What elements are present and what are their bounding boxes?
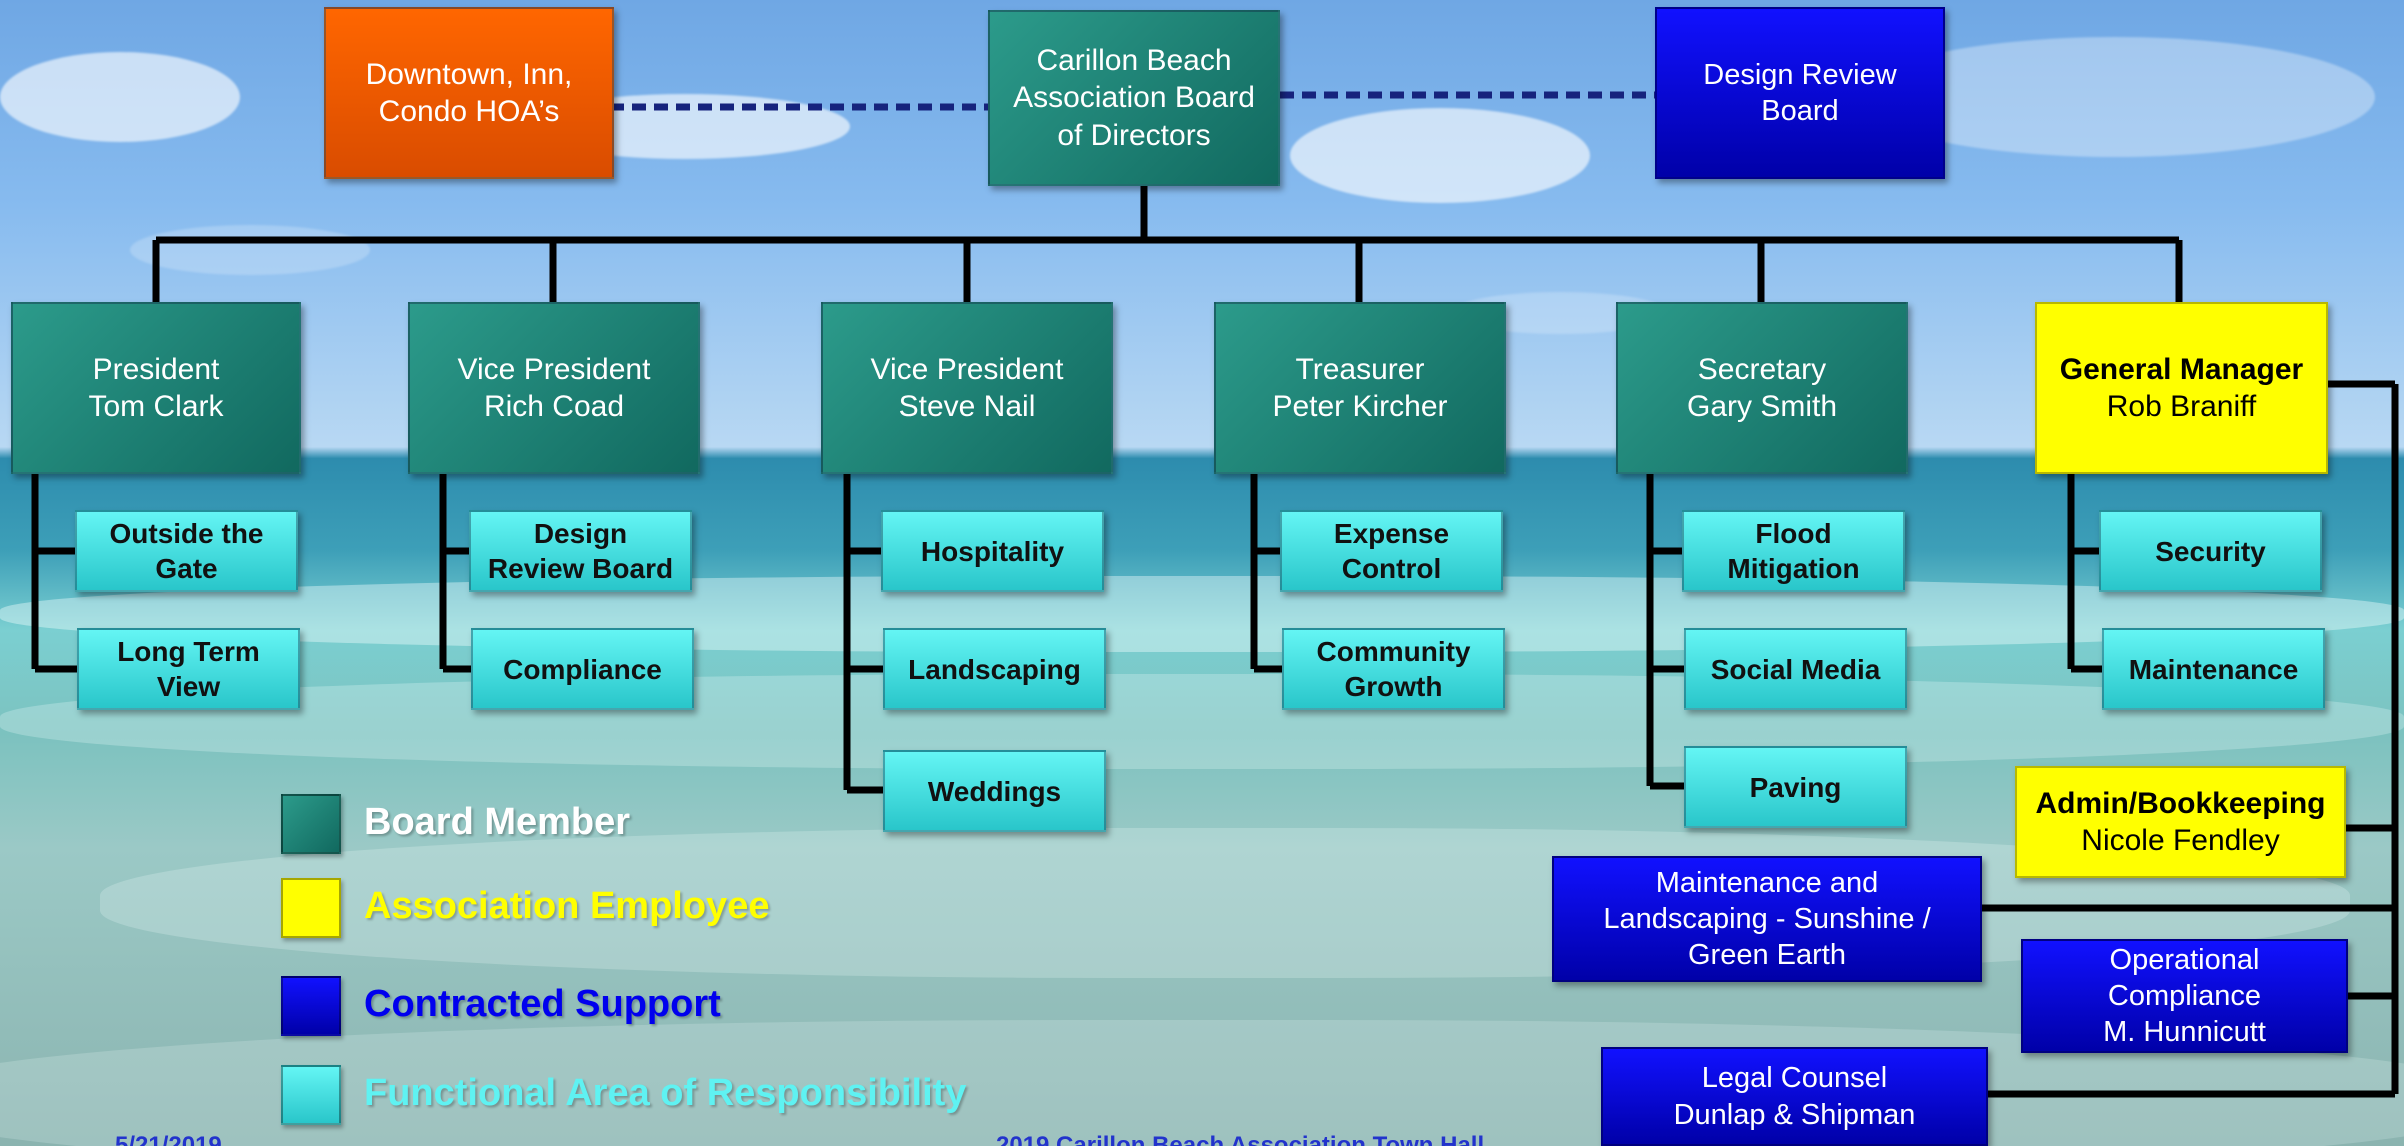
- area-outside-the-gate: Outside the Gate: [75, 510, 298, 592]
- area-weddings: Weddings: [883, 750, 1106, 832]
- footer-date: 5/21/2019: [115, 1132, 222, 1146]
- legal-counsel-box: Legal Counsel Dunlap & Shipman: [1601, 1047, 1988, 1146]
- president-name: Tom Clark: [88, 390, 224, 423]
- area-landscaping: Landscaping: [883, 628, 1106, 710]
- area-design-review-board: Design Review Board: [469, 510, 692, 592]
- vice-president-2-name: Steve Nail: [898, 390, 1036, 423]
- vice-president-2-title: Vice President: [870, 352, 1064, 386]
- area-compliance: Compliance: [471, 628, 694, 710]
- admin-name: Nicole Fendley: [2081, 824, 2280, 857]
- general-manager-title: General Manager: [2059, 352, 2304, 386]
- legend-contracted-support-label: Contracted Support: [364, 983, 721, 1025]
- legend-board-member-label: Board Member: [364, 801, 631, 843]
- area-maintenance: Maintenance: [2102, 628, 2325, 710]
- general-manager-name: Rob Braniff: [2106, 390, 2257, 423]
- area-paving: Paving: [1684, 746, 1907, 828]
- legend-functional-area-label: Functional Area of Responsibility: [364, 1072, 967, 1114]
- footer-title: 2019 Carillon Beach Association Town Hal…: [996, 1132, 1485, 1146]
- legend-association-employee-swatch: [281, 878, 341, 938]
- board-of-directors-box: Carillon Beach Association Board of Dire…: [988, 10, 1280, 186]
- secretary-title: Secretary: [1697, 352, 1827, 386]
- area-security: Security: [2099, 510, 2322, 592]
- area-social-media: Social Media: [1684, 628, 1907, 710]
- hoa-box: Downtown, Inn, Condo HOA’s: [324, 7, 614, 179]
- legend-contracted-support-swatch: [281, 976, 341, 1036]
- design-review-board-box: Design Review Board: [1655, 7, 1945, 179]
- president-title: President: [92, 352, 220, 386]
- area-expense-control: Expense Control: [1280, 510, 1503, 592]
- operational-compliance-box: Operational Compliance M. Hunnicutt: [2021, 939, 2348, 1053]
- vice-president-1-name: Rich Coad: [483, 390, 625, 423]
- legend-board-member-swatch: [281, 794, 341, 854]
- vice-president-1-title: Vice President: [457, 352, 651, 386]
- area-hospitality: Hospitality: [881, 510, 1104, 592]
- treasurer-title: Treasurer: [1295, 352, 1425, 386]
- secretary-name: Gary Smith: [1686, 390, 1838, 423]
- admin-title: Admin/Bookkeeping: [2035, 786, 2326, 820]
- area-flood-mitigation: Flood Mitigation: [1682, 510, 1905, 592]
- treasurer-name: Peter Kircher: [1272, 390, 1448, 423]
- maintenance-landscaping-contractor-box: Maintenance and Landscaping - Sunshine /…: [1552, 856, 1982, 982]
- area-community-growth: Community Growth: [1282, 628, 1505, 710]
- area-long-term-view: Long Term View: [77, 628, 300, 710]
- legend-association-employee-label: Association Employee: [364, 885, 770, 927]
- legend-functional-area-swatch: [281, 1065, 341, 1125]
